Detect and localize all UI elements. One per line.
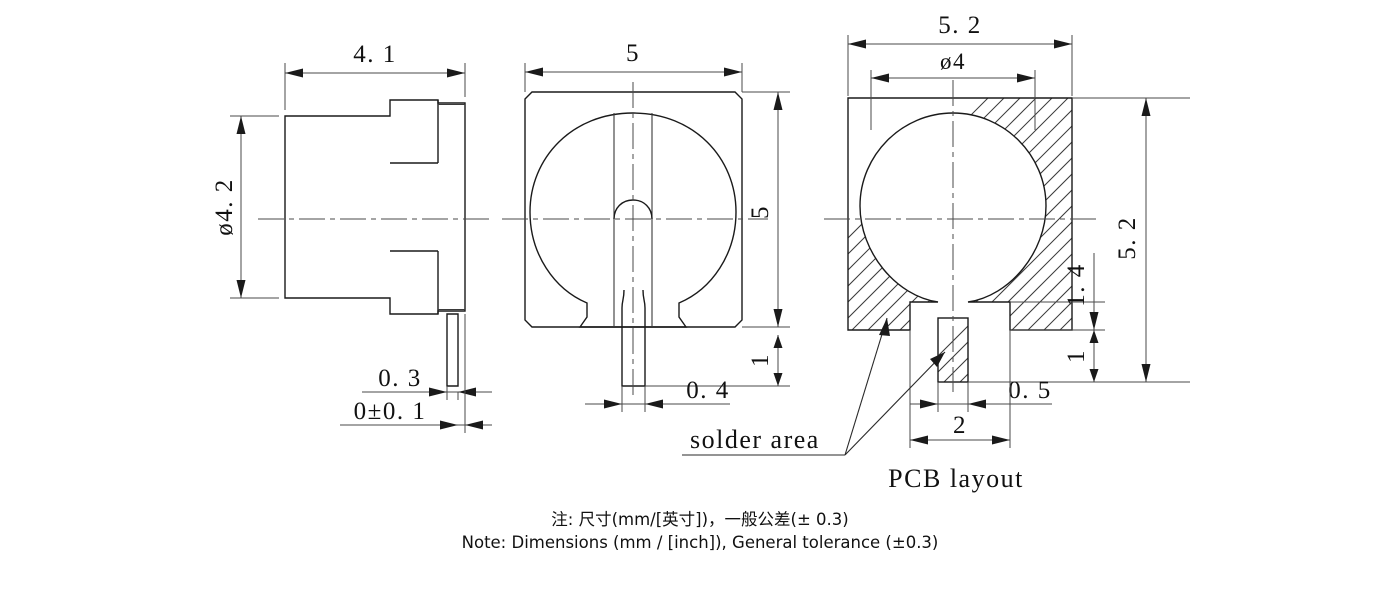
side-view-dim-diameter-label: ø4. 2 bbox=[211, 178, 238, 236]
arrowhead-52h-bottom bbox=[1141, 364, 1151, 382]
pcb-pad-hatching bbox=[938, 325, 968, 382]
arrowhead-pad1-bottom bbox=[1089, 369, 1099, 382]
arrowhead-04-right bbox=[645, 399, 663, 409]
arrowhead-0pm01-right bbox=[465, 420, 483, 430]
pcb-dim-pad-offset-label: 0. 5 bbox=[1008, 377, 1052, 404]
side-view-dim-lead-thickness-label: 0. 3 bbox=[378, 365, 422, 392]
note-line-chinese: 注: 尺寸(mm/[英寸])，一般公差(± 0.3) bbox=[551, 510, 849, 529]
solder-area-leader-1 bbox=[844, 317, 888, 456]
arrowhead-pad1-top bbox=[1089, 330, 1099, 343]
side-view-lead-pin bbox=[446, 313, 459, 387]
pcb-dim-outer-width-label: 5. 2 bbox=[938, 12, 982, 39]
pcb-dim-pad-height-label: 1 bbox=[1063, 349, 1090, 363]
arrowhead-42-top bbox=[236, 116, 246, 134]
side-view-dim-lead-offset-label: 0±0. 1 bbox=[354, 398, 427, 425]
top-view-dim-width-label: 5 bbox=[626, 40, 640, 67]
pcb-layout-view: 5. 2 ø4 5. 2 1. 4 bbox=[682, 12, 1190, 493]
arrowhead-5w-left bbox=[525, 67, 543, 77]
arrowhead-0pm01-left bbox=[440, 420, 458, 430]
arrowhead-42-bottom bbox=[236, 280, 246, 298]
pcb-layout-title: PCB layout bbox=[888, 464, 1024, 493]
arrowhead-5h-bottom bbox=[773, 309, 783, 327]
solder-area-arrow-1 bbox=[879, 318, 890, 336]
arrowhead-1-top bbox=[773, 335, 783, 348]
arrowhead-05-right bbox=[968, 399, 986, 409]
pcb-dim-pad-span-label: 2 bbox=[953, 412, 967, 439]
arrowhead-05-left bbox=[920, 399, 938, 409]
arrowhead-14-bottom bbox=[1089, 312, 1099, 330]
arrowhead-52h-top bbox=[1141, 98, 1151, 116]
arrowhead-52w-left bbox=[848, 39, 866, 49]
arrowhead-d4-right bbox=[1017, 73, 1035, 83]
side-view: 4. 1 ø4. 2 0. 3 0±0. 1 bbox=[211, 41, 492, 433]
pcb-body-outline bbox=[847, 97, 1073, 331]
arrowhead-1-bottom bbox=[773, 373, 783, 386]
arrowhead-d4-left bbox=[871, 73, 889, 83]
arrowhead-41-right bbox=[447, 68, 465, 78]
arrowhead-52w-right bbox=[1054, 39, 1072, 49]
arrowhead-5w-right bbox=[724, 67, 742, 77]
note-line-english: Note: Dimensions (mm / [inch]), General … bbox=[461, 533, 939, 552]
top-view: 5 5 1 0. 4 bbox=[502, 40, 790, 412]
arrowhead-03-right bbox=[458, 387, 476, 397]
solder-area-label: solder area bbox=[690, 425, 820, 454]
pcb-dim-hole-diameter-label: ø4 bbox=[940, 49, 966, 74]
note-block: 注: 尺寸(mm/[英寸])，一般公差(± 0.3) Note: Dimensi… bbox=[0, 508, 1400, 554]
arrowhead-2-left bbox=[910, 435, 928, 445]
top-view-dim-lead-length-label: 1 bbox=[747, 353, 774, 367]
arrowhead-5h-top bbox=[773, 92, 783, 110]
top-view-dim-height-label: 5 bbox=[747, 205, 774, 219]
pcb-dim-outer-height-label: 5. 2 bbox=[1114, 216, 1141, 260]
side-view-body-outline bbox=[284, 99, 466, 315]
solder-area-arrow-2 bbox=[930, 352, 945, 367]
arrowhead-03-left bbox=[429, 387, 447, 397]
arrowhead-2-right bbox=[992, 435, 1010, 445]
side-view-dim-width-label: 4. 1 bbox=[353, 41, 397, 68]
arrowhead-41-left bbox=[285, 68, 303, 78]
top-view-dome-outline bbox=[529, 112, 737, 328]
solder-area-leader-2 bbox=[844, 351, 946, 456]
arrowhead-04-left bbox=[604, 399, 622, 409]
top-view-dim-lead-width-label: 0. 4 bbox=[686, 377, 730, 404]
pcb-dim-notch-height-label: 1. 4 bbox=[1063, 263, 1090, 307]
top-view-body-outline bbox=[524, 91, 743, 328]
